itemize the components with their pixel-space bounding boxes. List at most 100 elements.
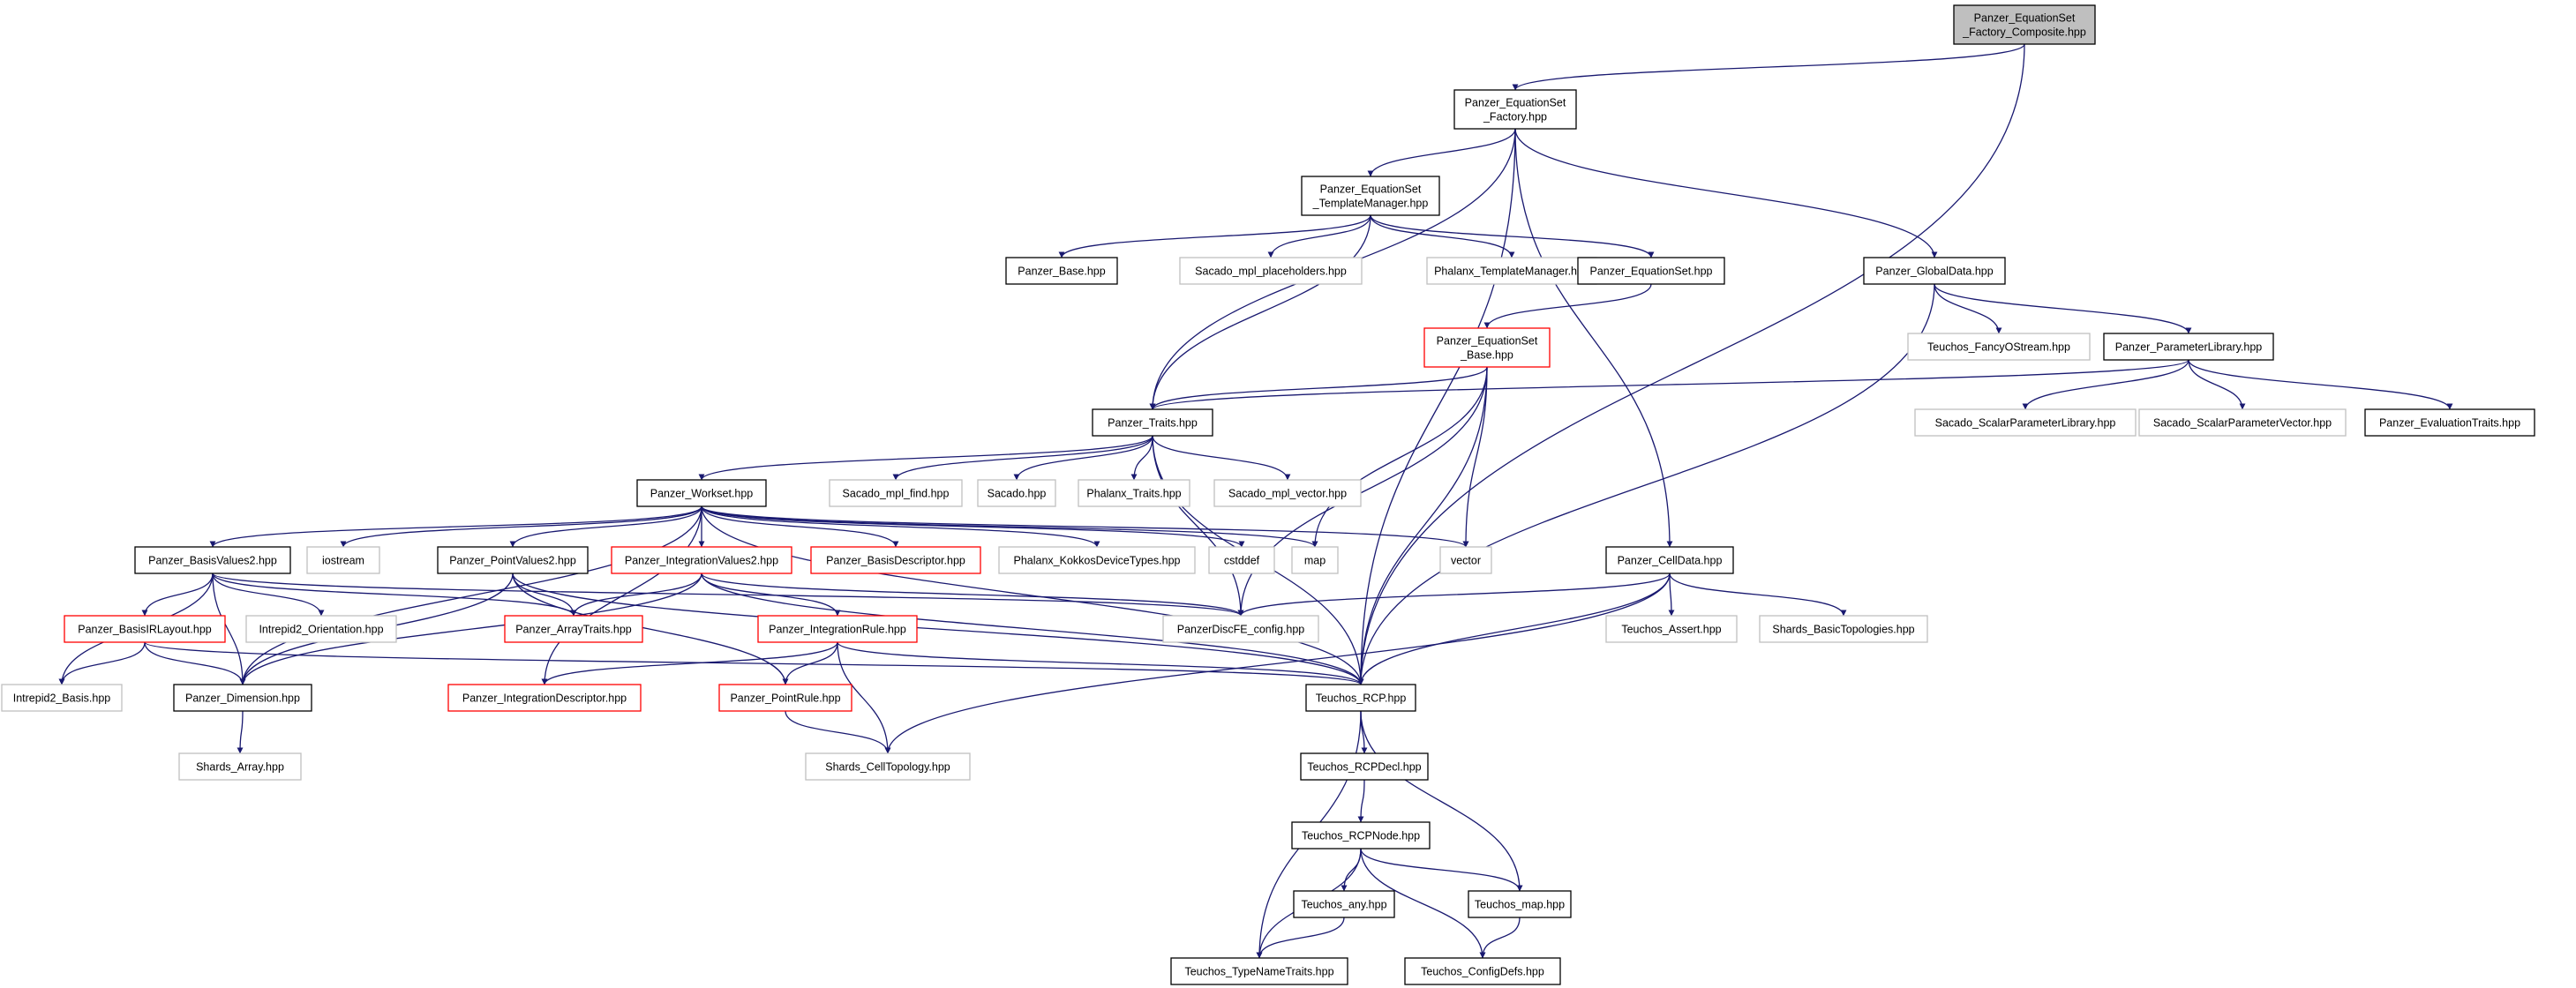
node-rcpnode[interactable]: Teuchos_RCPNode.hpp — [1291, 821, 1431, 850]
node-box-phx_tm — [1426, 257, 1597, 285]
node-box-pointrule — [718, 684, 852, 712]
node-paramlib[interactable]: Panzer_ParameterLibrary.hpp — [2103, 333, 2274, 361]
edge-traits-to-discfe — [1152, 435, 1244, 617]
node-intdesc[interactable]: Panzer_IntegrationDescriptor.hpp — [447, 684, 642, 712]
node-rcpdecl[interactable]: Teuchos_RCPDecl.hpp — [1300, 752, 1429, 781]
edge-factory-to-celldata — [1514, 128, 1673, 548]
node-label-eqbase: _Base.hpp — [1460, 349, 1513, 362]
node-phx_traits[interactable]: Phalanx_Traits.hpp — [1078, 479, 1190, 507]
node-label-root: Panzer_EquationSet — [1974, 12, 2076, 25]
node-vector[interactable]: vector — [1439, 546, 1492, 574]
node-label-map: map — [1304, 555, 1326, 567]
node-box-configdefs — [1404, 957, 1561, 985]
node-tm[interactable]: Panzer_EquationSet_TemplateManager.hpp — [1301, 176, 1440, 216]
node-box-globaldata — [1863, 257, 2006, 285]
node-configdefs[interactable]: Teuchos_ConfigDefs.hpp — [1404, 957, 1561, 985]
node-celldata[interactable]: Panzer_CellData.hpp — [1605, 546, 1734, 574]
edge-rcpnode-to-teuchos_any — [1341, 848, 1362, 892]
node-phx_tm[interactable]: Phalanx_TemplateManager.hpp — [1426, 257, 1597, 285]
node-eqset[interactable]: Panzer_EquationSet.hpp — [1577, 257, 1725, 285]
node-pointvalues[interactable]: Panzer_PointValues2.hpp — [437, 546, 589, 574]
node-introle[interactable]: Panzer_IntegrationRule.hpp — [757, 615, 918, 643]
node-box-shards_array — [178, 752, 302, 781]
edge-rcp-to-teuchos_map — [1360, 710, 1523, 892]
node-rcp[interactable]: Teuchos_RCP.hpp — [1305, 684, 1416, 712]
node-eqbase[interactable]: Panzer_EquationSet_Base.hpp — [1423, 327, 1551, 368]
node-label-pointvalues: Panzer_PointValues2.hpp — [449, 555, 576, 567]
node-shards_array[interactable]: Shards_Array.hpp — [178, 752, 302, 781]
edge-paramlib-to-scalarvec — [2188, 359, 2246, 410]
node-fancy[interactable]: Teuchos_FancyOStream.hpp — [1907, 333, 2091, 361]
node-basisdesc[interactable]: Panzer_BasisDescriptor.hpp — [810, 546, 981, 574]
edge-eqbase-to-traits — [1149, 366, 1488, 410]
edge-workset-to-cstddef — [701, 505, 1245, 548]
edge-tm-to-phx_tm — [1370, 214, 1515, 258]
node-box-intvalues — [611, 546, 792, 574]
node-sacado[interactable]: Sacado.hpp — [977, 479, 1056, 507]
node-label-tm: _TemplateManager.hpp — [1312, 198, 1429, 210]
node-label-workset: Panzer_Workset.hpp — [650, 488, 754, 500]
node-label-iostream: iostream — [322, 555, 364, 567]
node-box-intrepid_basis — [1, 684, 123, 712]
node-map[interactable]: map — [1291, 546, 1339, 574]
edge-root-to-rcp — [1357, 43, 2025, 685]
node-box-map — [1291, 546, 1339, 574]
node-box-rcpnode — [1291, 821, 1431, 850]
node-mpl_ph[interactable]: Sacado_mpl_placeholders.hpp — [1179, 257, 1363, 285]
node-factory[interactable]: Panzer_EquationSet_Factory.hpp — [1453, 89, 1577, 130]
node-dimension[interactable]: Panzer_Dimension.hpp — [173, 684, 312, 712]
node-cstddef[interactable]: cstddef — [1208, 546, 1275, 574]
edge-introle-to-pointrule — [782, 641, 838, 685]
node-pointrule[interactable]: Panzer_PointRule.hpp — [718, 684, 852, 712]
node-intrepid_orient[interactable]: Intrepid2_Orientation.hpp — [245, 615, 397, 643]
node-label-discfe: PanzerDiscFE_config.hpp — [1177, 624, 1305, 636]
node-box-sacado — [977, 479, 1056, 507]
node-base[interactable]: Panzer_Base.hpp — [1005, 257, 1118, 285]
node-box-mpl_find — [829, 479, 963, 507]
node-box-traits — [1092, 408, 1213, 437]
node-box-shards_basic — [1759, 615, 1928, 643]
node-teuchos_any[interactable]: Teuchos_any.hpp — [1293, 890, 1395, 918]
node-intrepid_basis[interactable]: Intrepid2_Basis.hpp — [1, 684, 123, 712]
node-basisir[interactable]: Panzer_BasisIRLayout.hpp — [64, 615, 226, 643]
edge-eqbase-to-vector — [1462, 366, 1488, 548]
node-box-typename — [1170, 957, 1348, 985]
node-evaltraits[interactable]: Panzer_EvaluationTraits.hpp — [2364, 408, 2535, 437]
node-scalarlib[interactable]: Sacado_ScalarParameterLibrary.hpp — [1914, 408, 2137, 437]
node-basisvalues[interactable]: Panzer_BasisValues2.hpp — [134, 546, 291, 574]
edge-traits-to-phx_traits — [1130, 435, 1153, 481]
node-iostream[interactable]: iostream — [306, 546, 380, 574]
node-box-iostream — [306, 546, 380, 574]
node-label-rcp: Teuchos_RCP.hpp — [1316, 692, 1407, 705]
node-workset[interactable]: Panzer_Workset.hpp — [636, 479, 767, 507]
node-traits[interactable]: Panzer_Traits.hpp — [1092, 408, 1213, 437]
node-teuchos_map[interactable]: Teuchos_map.hpp — [1468, 890, 1572, 918]
node-label-shards_basic: Shards_BasicTopologies.hpp — [1772, 624, 1914, 636]
node-typename[interactable]: Teuchos_TypeNameTraits.hpp — [1170, 957, 1348, 985]
node-discfe[interactable]: PanzerDiscFE_config.hpp — [1162, 615, 1319, 643]
node-mpl_vector[interactable]: Sacado_mpl_vector.hpp — [1213, 479, 1362, 507]
node-box-eqset — [1577, 257, 1725, 285]
edge-globaldata-to-fancy — [1934, 283, 2002, 334]
nodes-layer: Panzer_EquationSet_Factory_Composite.hpp… — [1, 4, 2535, 985]
node-label-teuchos_assert: Teuchos_Assert.hpp — [1621, 624, 1721, 636]
node-label-base: Panzer_Base.hpp — [1018, 266, 1105, 278]
node-teuchos_assert[interactable]: Teuchos_Assert.hpp — [1605, 615, 1738, 643]
node-box-rcp — [1305, 684, 1416, 712]
node-scalarvec[interactable]: Sacado_ScalarParameterVector.hpp — [2138, 408, 2347, 437]
node-label-teuchos_any: Teuchos_any.hpp — [1301, 899, 1386, 911]
node-mpl_find[interactable]: Sacado_mpl_find.hpp — [829, 479, 963, 507]
node-box-cstddef — [1208, 546, 1275, 574]
edge-globaldata-to-paramlib — [1934, 283, 2192, 334]
node-label-pointrule: Panzer_PointRule.hpp — [730, 692, 840, 705]
node-phx_kokkos[interactable]: Phalanx_KokkosDeviceTypes.hpp — [998, 546, 1196, 574]
node-box-phx_kokkos — [998, 546, 1196, 574]
edge-celldata-to-teuchos_assert — [1668, 573, 1675, 617]
node-box-introle — [757, 615, 918, 643]
node-shards_cell[interactable]: Shards_CellTopology.hpp — [805, 752, 971, 781]
node-arraytraits[interactable]: Panzer_ArrayTraits.hpp — [504, 615, 643, 643]
node-intvalues[interactable]: Panzer_IntegrationValues2.hpp — [611, 546, 792, 574]
node-label-basisdesc: Panzer_BasisDescriptor.hpp — [826, 555, 965, 567]
node-globaldata[interactable]: Panzer_GlobalData.hpp — [1863, 257, 2006, 285]
node-shards_basic[interactable]: Shards_BasicTopologies.hpp — [1759, 615, 1928, 643]
